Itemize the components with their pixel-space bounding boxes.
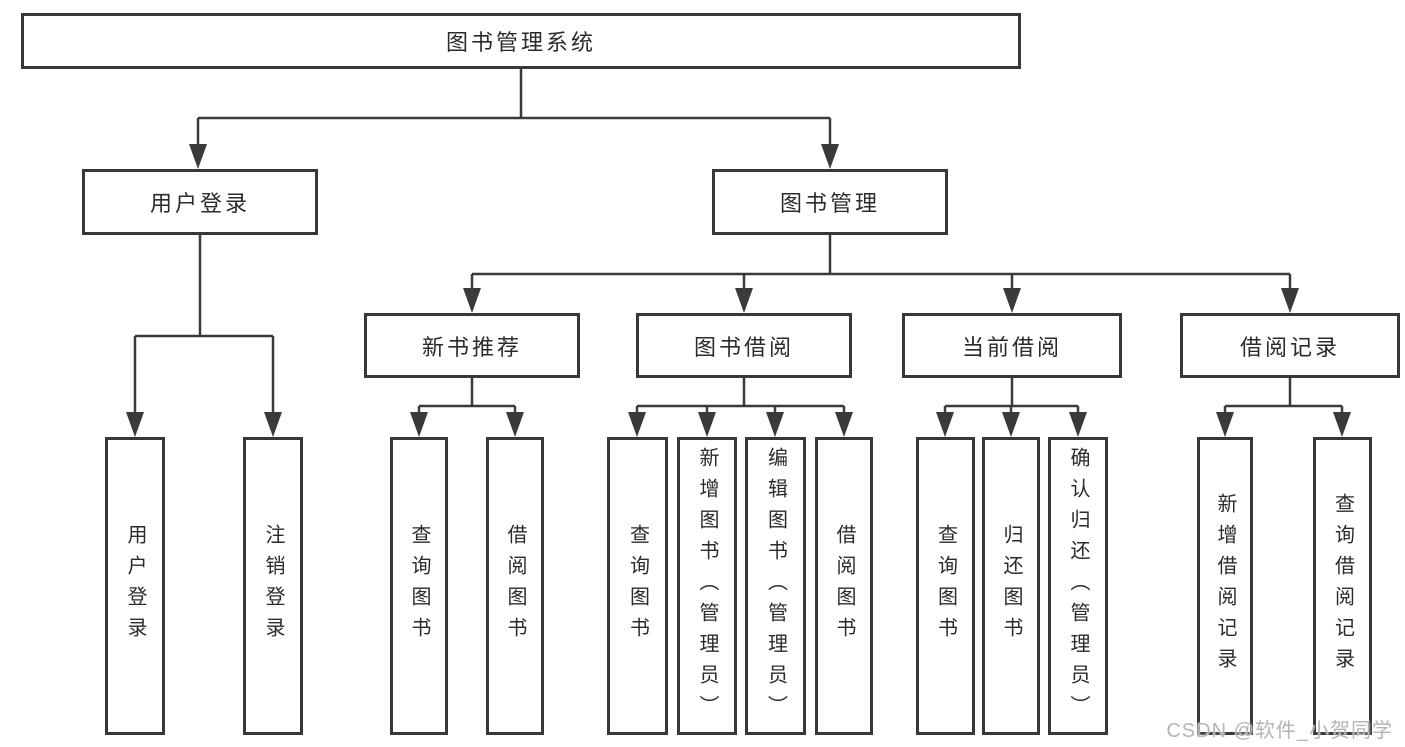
leaf-nb-query-books: 查询图书: [390, 437, 448, 735]
arrow-down-icon: [1069, 412, 1087, 437]
leaf-cb-confirm-return-admin: 确认归还（管理员）: [1048, 437, 1108, 735]
arrow-down-icon: [766, 412, 784, 437]
arrow-down-icon: [821, 144, 839, 169]
leaf-bb-query-books: 查询图书: [607, 437, 668, 735]
node-current-borrowing: 当前借阅: [902, 313, 1122, 378]
arrow-down-icon: [698, 412, 716, 437]
arrow-down-icon: [126, 412, 144, 437]
arrow-down-icon: [264, 412, 282, 437]
node-book-borrowing: 图书借阅: [636, 313, 852, 378]
leaf-cb-return-books: 归还图书: [982, 437, 1040, 735]
leaf-nb-borrow-books: 借阅图书: [486, 437, 544, 735]
leaf-bb-add-books-admin: 新增图书（管理员）: [677, 437, 737, 735]
arrow-down-icon: [410, 412, 428, 437]
node-book-management: 图书管理: [712, 169, 948, 235]
arrow-down-icon: [936, 412, 954, 437]
arrow-down-icon: [189, 144, 207, 169]
leaf-cb-query-books: 查询图书: [916, 437, 975, 735]
arrow-down-icon: [1281, 288, 1299, 313]
arrow-down-icon: [835, 412, 853, 437]
arrow-down-icon: [506, 412, 524, 437]
leaf-br-add-record: 新增借阅记录: [1197, 437, 1253, 735]
arrow-down-icon: [628, 412, 646, 437]
arrow-down-icon: [1216, 412, 1234, 437]
node-new-book-recommendation: 新书推荐: [364, 313, 580, 378]
arrow-down-icon: [1002, 412, 1020, 437]
leaf-logout: 注销登录: [243, 437, 303, 735]
leaf-bb-borrow-books: 借阅图书: [815, 437, 873, 735]
node-root: 图书管理系统: [21, 13, 1021, 69]
arrow-down-icon: [1003, 288, 1021, 313]
arrow-down-icon: [735, 288, 753, 313]
leaf-br-query-record: 查询借阅记录: [1313, 437, 1372, 735]
node-borrowing-records: 借阅记录: [1180, 313, 1400, 378]
node-user-login: 用户登录: [82, 169, 318, 235]
arrow-down-icon: [463, 288, 481, 313]
leaf-user-login: 用户登录: [105, 437, 165, 735]
watermark: CSDN @软件_小贺同学: [1166, 720, 1393, 742]
arrow-down-icon: [1333, 412, 1351, 437]
leaf-bb-edit-books-admin: 编辑图书（管理员）: [745, 437, 806, 735]
